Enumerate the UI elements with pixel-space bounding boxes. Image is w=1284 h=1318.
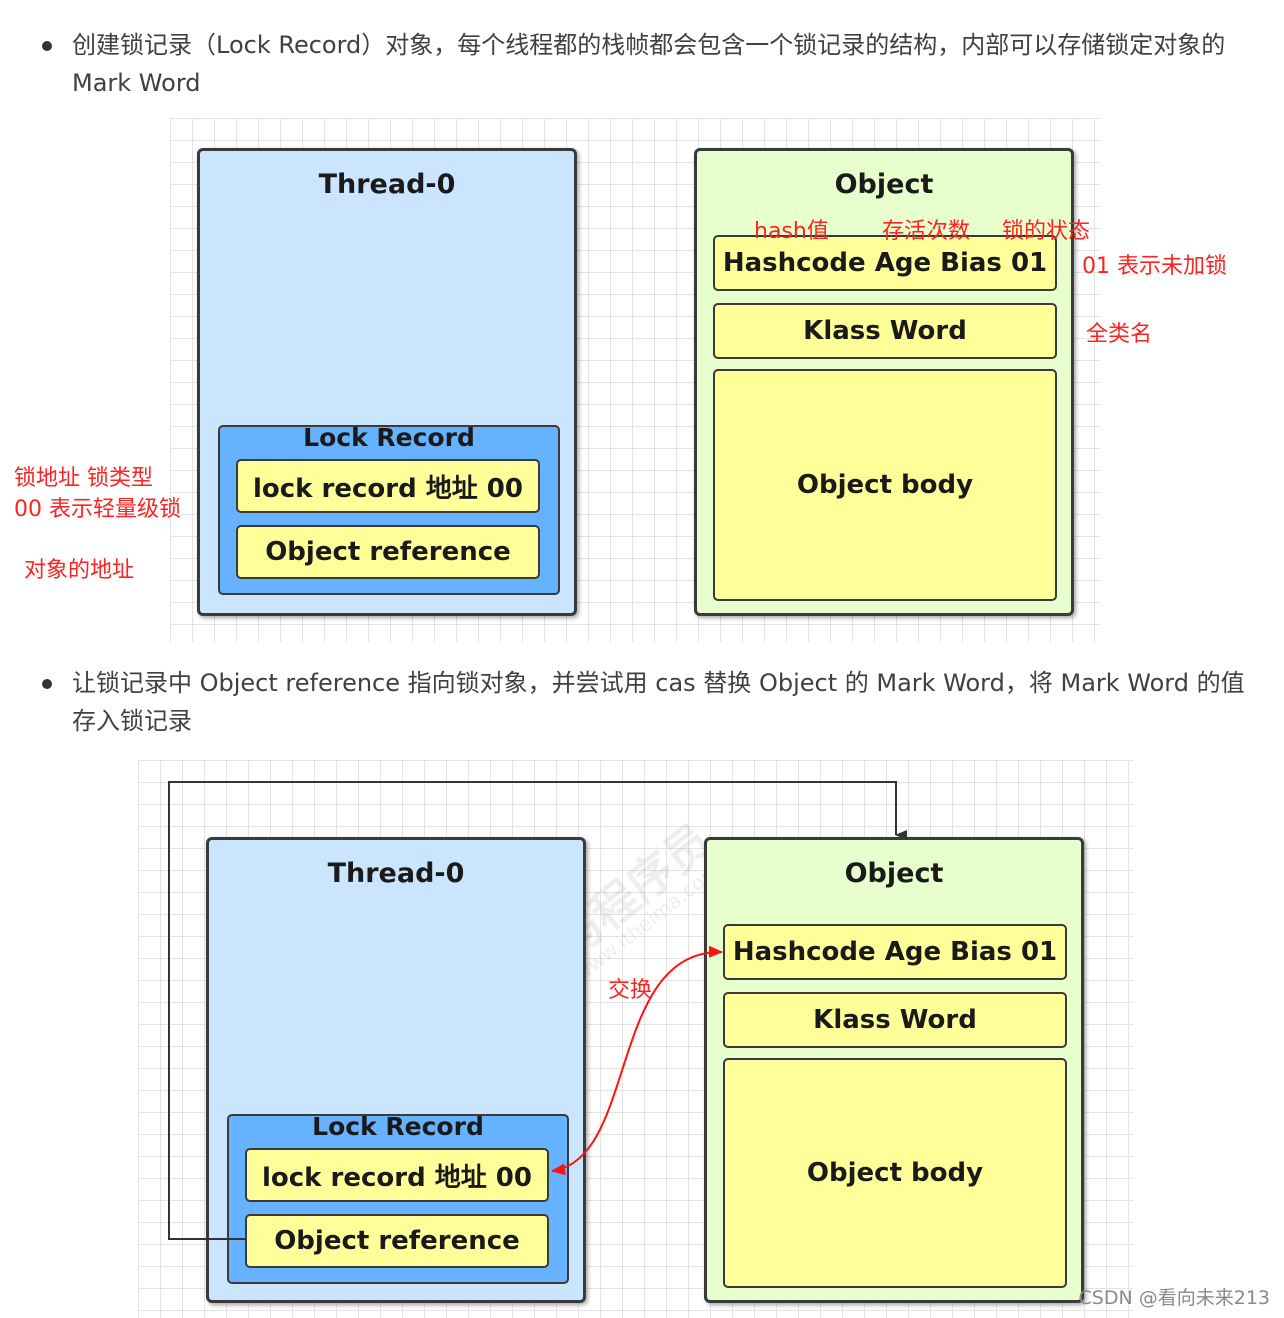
step1-text: 创建锁记录（Lock Record）对象，每个线程都的栈帧都会包含一个锁记录的结…: [72, 31, 1226, 97]
annotation-age: 存活次数: [882, 219, 971, 244]
object-title: Object: [844, 858, 944, 889]
object-box: Object Hashcode Age Bias 01 Klass Word O…: [704, 837, 1084, 1303]
lock-record-box: Lock Record lock record 地址 00 Object ref…: [227, 1112, 569, 1284]
cas-swap-arrow: [551, 945, 723, 1176]
lock-record-title: Lock Record: [303, 423, 475, 452]
lock-record-title: Lock Record: [312, 1112, 484, 1141]
annotation-class-name: 全类名: [1086, 322, 1153, 347]
annotation-lock-addr-type: 锁地址 锁类型: [14, 466, 153, 491]
lock-record-box: Lock Record lock record 地址 00 Object ref…: [218, 423, 560, 595]
thread-title: Thread-0: [318, 169, 456, 200]
diagram-cas-swap: 黑马程序员 www.itheima.com Thread-0 Lock Reco…: [138, 760, 1133, 1318]
diagram-lock-record-created: 黑马程序员 www.itheima.com 黑马程序员 www.itheima.…: [170, 118, 1100, 642]
thread-0-box: Thread-0 Lock Record lock record 地址 00 O…: [206, 837, 586, 1303]
bullet-dot-2: [42, 679, 52, 689]
klass-word-cell: Klass Word: [723, 992, 1067, 1048]
mark-word-cell: Hashcode Age Bias 01: [723, 924, 1067, 980]
thread-title: Thread-0: [327, 858, 465, 889]
object-body-cell: Object body: [713, 369, 1057, 601]
lock-record-address-cell: lock record 地址 00: [236, 459, 540, 513]
bullet-dot-1: [42, 41, 52, 51]
lock-record-address-cell: lock record 地址 00: [245, 1148, 549, 1202]
object-body-cell: Object body: [723, 1058, 1067, 1288]
annotation-unlocked: 01 表示未加锁: [1082, 254, 1227, 279]
annotation-hash: hash值: [754, 219, 829, 244]
diagram2-connectors: [168, 781, 907, 1240]
object-reference-cell: Object reference: [245, 1214, 549, 1268]
annotation-light-lock: 00 表示轻量级锁: [14, 497, 181, 522]
object-title: Object: [834, 169, 934, 200]
annotation-object-address: 对象的地址: [24, 558, 135, 583]
thread-0-box: Thread-0 Lock Record lock record 地址 00 O…: [197, 148, 577, 616]
object-box: Object Hashcode Age Bias 01 Klass Word O…: [694, 148, 1074, 616]
step2-text: 让锁记录中 Object reference 指向锁对象，并尝试用 cas 替换…: [72, 669, 1245, 735]
footer-credit: CSDN @看向未来213: [1078, 1287, 1270, 1309]
mark-word-cell: Hashcode Age Bias 01: [713, 235, 1057, 291]
klass-word-cell: Klass Word: [713, 303, 1057, 359]
object-reference-cell: Object reference: [236, 525, 540, 579]
reference-pointer-line: [168, 781, 907, 1240]
annotation-lock-state: 锁的状态: [1002, 219, 1091, 244]
